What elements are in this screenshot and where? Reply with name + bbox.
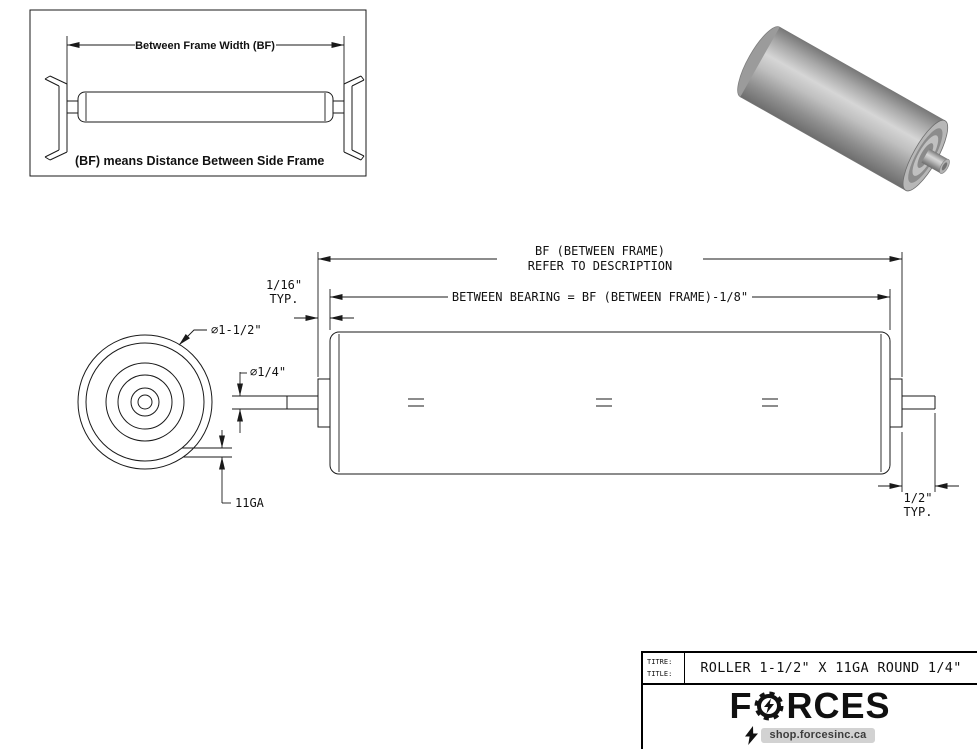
roller-diameter-label: ⌀1-1/2" xyxy=(211,323,262,337)
roller-od-circle xyxy=(77,334,213,470)
hub-circle xyxy=(130,387,160,417)
cylinder-edge-lines xyxy=(740,26,946,191)
website-badge: shop.forcesinc.ca xyxy=(760,727,876,743)
title-label: TITLE: xyxy=(647,670,673,678)
inset-roller-assembly xyxy=(44,75,365,161)
shaft-dia-extension-lines xyxy=(232,395,287,410)
roller-end-view: ⌀1-1/2" ⌀1/4" 11GA xyxy=(77,323,287,510)
title-block-logo-area: F RCES shop.forcesinc.ca xyxy=(643,685,977,747)
inset-right-shaft xyxy=(332,100,345,114)
inset-roller-end-lines xyxy=(85,93,326,121)
lightning-bolt-icon xyxy=(744,725,758,745)
gap-label-line1: 1/16" xyxy=(266,278,302,292)
inset-diagram: Between Frame Width (BF) (BF) means Dist… xyxy=(29,9,367,177)
shaft-tip-center xyxy=(941,162,948,171)
shaft-diameter-label: ⌀1/4" xyxy=(250,365,286,379)
title-block-labels: TITRE: TITLE: xyxy=(643,653,685,683)
roller-diameter-callout: ⌀1-1/2" xyxy=(178,323,262,346)
drawing-title: ROLLER 1-1/2" X 11GA ROUND 1/4" xyxy=(700,660,962,676)
inset-left-shaft xyxy=(66,100,79,114)
shaft-circle xyxy=(137,394,153,410)
gear-lightning-icon xyxy=(753,690,785,722)
shaft-ext-label-line1: 1/2" xyxy=(904,491,933,505)
bf-label-line2: REFER TO DESCRIPTION xyxy=(528,259,673,273)
shaft-diameter-dimension: ⌀1/4" xyxy=(232,365,287,433)
roller-diameter-leader xyxy=(178,329,207,346)
inset-left-side-frame xyxy=(44,75,68,161)
inset-caption: (BF) means Distance Between Side Frame xyxy=(75,154,324,168)
inset-frame-border xyxy=(29,9,367,177)
left-shaft xyxy=(286,395,318,410)
shaft-extension-dimension: 1/2" TYP. xyxy=(878,413,959,519)
cylinder-body xyxy=(740,27,946,191)
gap-dimension: 1/16" TYP. xyxy=(266,278,354,321)
gap-label-line2: TYP. xyxy=(270,292,299,306)
tube-end-lines xyxy=(338,334,882,472)
right-bearing-hub xyxy=(889,378,903,428)
titre-label: TITRE: xyxy=(647,658,673,666)
shaft-ext-label-line2: TYP. xyxy=(904,505,933,519)
roller-3d-render xyxy=(737,26,950,192)
inset-roller-tube xyxy=(77,91,334,123)
roller-tube xyxy=(329,331,891,475)
between-bearing-label: BETWEEN BEARING = BF (BETWEEN FRAME)-1/8… xyxy=(452,290,748,304)
tube-centerline-marks xyxy=(408,398,778,407)
inset-right-side-frame xyxy=(343,75,365,161)
logo-letters-rces: RCES xyxy=(786,684,891,726)
forces-logo: F RCES xyxy=(729,684,891,726)
bearing-housing-circle xyxy=(105,362,185,442)
logo-letter-f: F xyxy=(729,684,753,726)
inset-dim-label: Between Frame Width (BF) xyxy=(135,40,275,52)
bearing-circle xyxy=(117,374,173,430)
wall-gauge-label: 11GA xyxy=(235,496,265,510)
inset-bf-dimension: Between Frame Width (BF) xyxy=(66,36,345,88)
wall-gauge-dimension: 11GA xyxy=(182,430,265,510)
website-line: shop.forcesinc.ca xyxy=(744,725,876,745)
title-block: TITRE: TITLE: ROLLER 1-1/2" X 11GA ROUND… xyxy=(641,651,977,749)
between-bearing-dimension: BETWEEN BEARING = BF (BETWEEN FRAME)-1/8… xyxy=(329,289,891,330)
title-block-title-row: TITRE: TITLE: ROLLER 1-1/2" X 11GA ROUND… xyxy=(643,653,977,685)
left-bearing-hub xyxy=(317,378,331,428)
bf-dimension: BF (BETWEEN FRAME) REFER TO DESCRIPTION xyxy=(317,244,903,377)
bf-label-line1: BF (BETWEEN FRAME) xyxy=(535,244,665,258)
roller-id-circle xyxy=(85,342,205,462)
roller-side-view xyxy=(286,331,936,475)
right-shaft xyxy=(902,395,936,410)
